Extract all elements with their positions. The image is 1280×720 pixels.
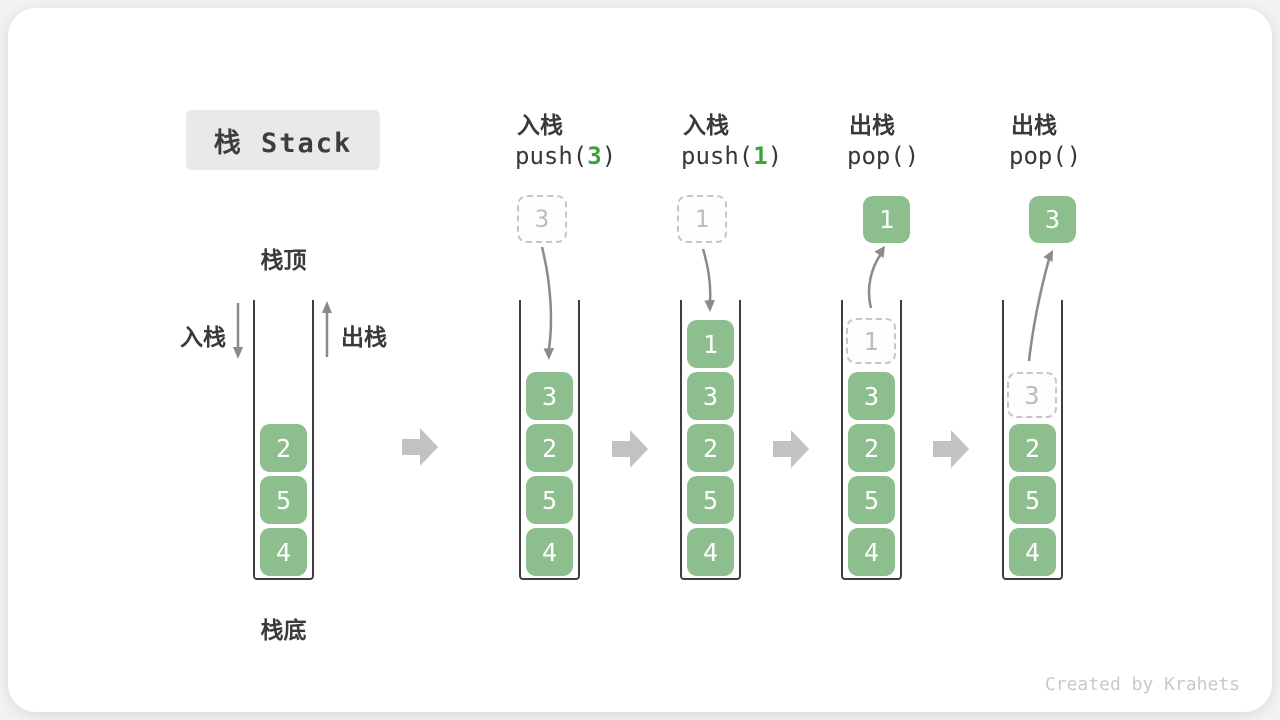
- stack-cell-removed: 1: [846, 318, 896, 364]
- stack-bottom-label: 栈底: [260, 617, 307, 643]
- step2-op-label: 入栈: [683, 112, 729, 138]
- step4-popped-element: 3: [1029, 196, 1076, 243]
- step3-code-pre: pop(): [847, 142, 920, 170]
- stack-cell: 4: [260, 528, 307, 576]
- step2-code-arg: 1: [753, 142, 768, 170]
- stack-cell: 2: [526, 424, 573, 472]
- step1-code-label: push(3): [515, 142, 616, 170]
- step1-code-pre: push(: [515, 142, 588, 170]
- stack-cell: 4: [526, 528, 573, 576]
- stack-cell: 4: [1009, 528, 1056, 576]
- stack-cell: 3: [526, 372, 573, 420]
- stack-cell: 3: [848, 372, 895, 420]
- stack-cell: 4: [848, 528, 895, 576]
- stack-container-step1: [519, 300, 580, 580]
- step3-op-label: 出栈: [849, 112, 895, 138]
- stack-cell: 3: [687, 372, 734, 420]
- stack-cell: 5: [687, 476, 734, 524]
- stack-cell: 2: [260, 424, 307, 472]
- step1-op-label: 入栈: [517, 112, 563, 138]
- step2-code-post: ): [767, 142, 783, 170]
- push-direction-label: 入栈: [180, 324, 226, 350]
- stack-cell: 5: [526, 476, 573, 524]
- step2-code-label: push(1): [681, 142, 782, 170]
- stack-container-step4: [1002, 300, 1063, 580]
- step2-code-pre: push(: [681, 142, 754, 170]
- stack-cell: 4: [687, 528, 734, 576]
- watermark: Created by Krahets: [1044, 674, 1240, 695]
- step3-popped-element: 1: [863, 196, 910, 243]
- step1-code-arg: 3: [587, 142, 602, 170]
- stack-cell: 5: [1009, 476, 1056, 524]
- step3-code-label: pop(): [847, 142, 919, 170]
- stack-top-label: 栈顶: [260, 247, 307, 273]
- stack-cell: 2: [1009, 424, 1056, 472]
- stack-container-step3: [841, 300, 902, 580]
- stack-cell: 2: [687, 424, 734, 472]
- step4-op-label: 出栈: [1011, 112, 1057, 138]
- stack-container-initial: [253, 300, 314, 580]
- step4-code-pre: pop(): [1009, 142, 1082, 170]
- pop-direction-label: 出栈: [341, 324, 387, 350]
- stack-cell: 2: [848, 424, 895, 472]
- stack-cell: 1: [687, 320, 734, 368]
- step4-code-label: pop(): [1009, 142, 1081, 170]
- stack-cell-removed: 3: [1007, 372, 1057, 418]
- step1-incoming-element: 3: [517, 195, 567, 243]
- stack-cell: 5: [848, 476, 895, 524]
- stack-cell: 5: [260, 476, 307, 524]
- diagram-title: 栈 Stack: [186, 110, 380, 170]
- stack-container-step2: [680, 300, 741, 580]
- step1-code-post: ): [601, 142, 617, 170]
- step2-incoming-element: 1: [677, 195, 727, 243]
